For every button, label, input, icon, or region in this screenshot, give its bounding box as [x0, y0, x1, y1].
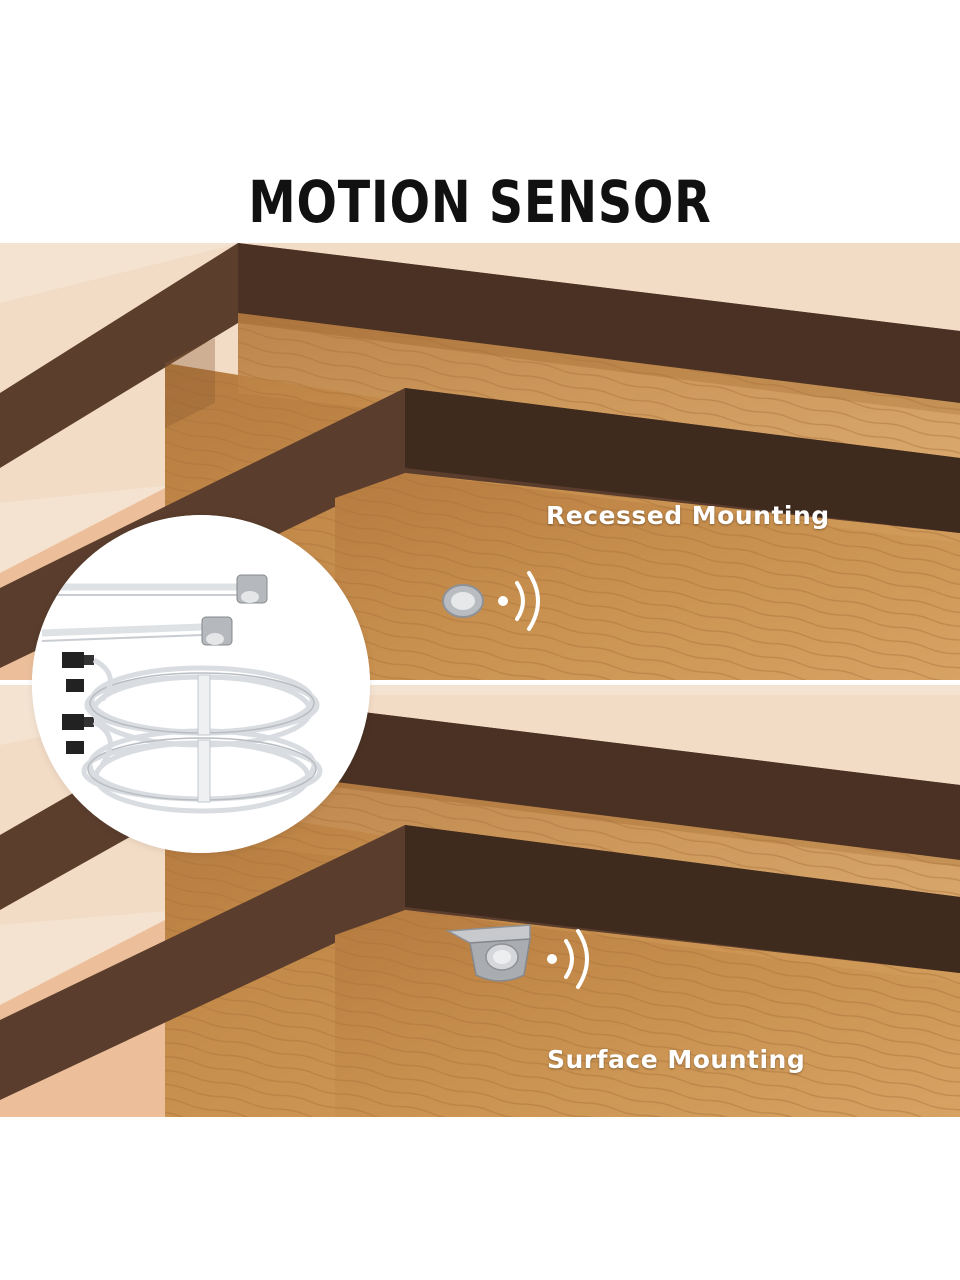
- surface-mounting-panel: Surface Mounting: [0, 685, 960, 1117]
- surface-mounting-label: Surface Mounting: [547, 1045, 806, 1074]
- motion-sensor-surface-icon: [445, 924, 589, 989]
- panel-divider: [0, 680, 960, 685]
- motion-sensor-recessed-icon: [442, 571, 540, 631]
- connector-plug-icon: [201, 574, 268, 646]
- cable-bundle-icon: [32, 515, 370, 853]
- cable-bundle-inset: [32, 515, 370, 853]
- recessed-mounting-label: Recessed Mounting: [546, 501, 830, 530]
- page-title: MOTION SENSOR: [248, 168, 712, 236]
